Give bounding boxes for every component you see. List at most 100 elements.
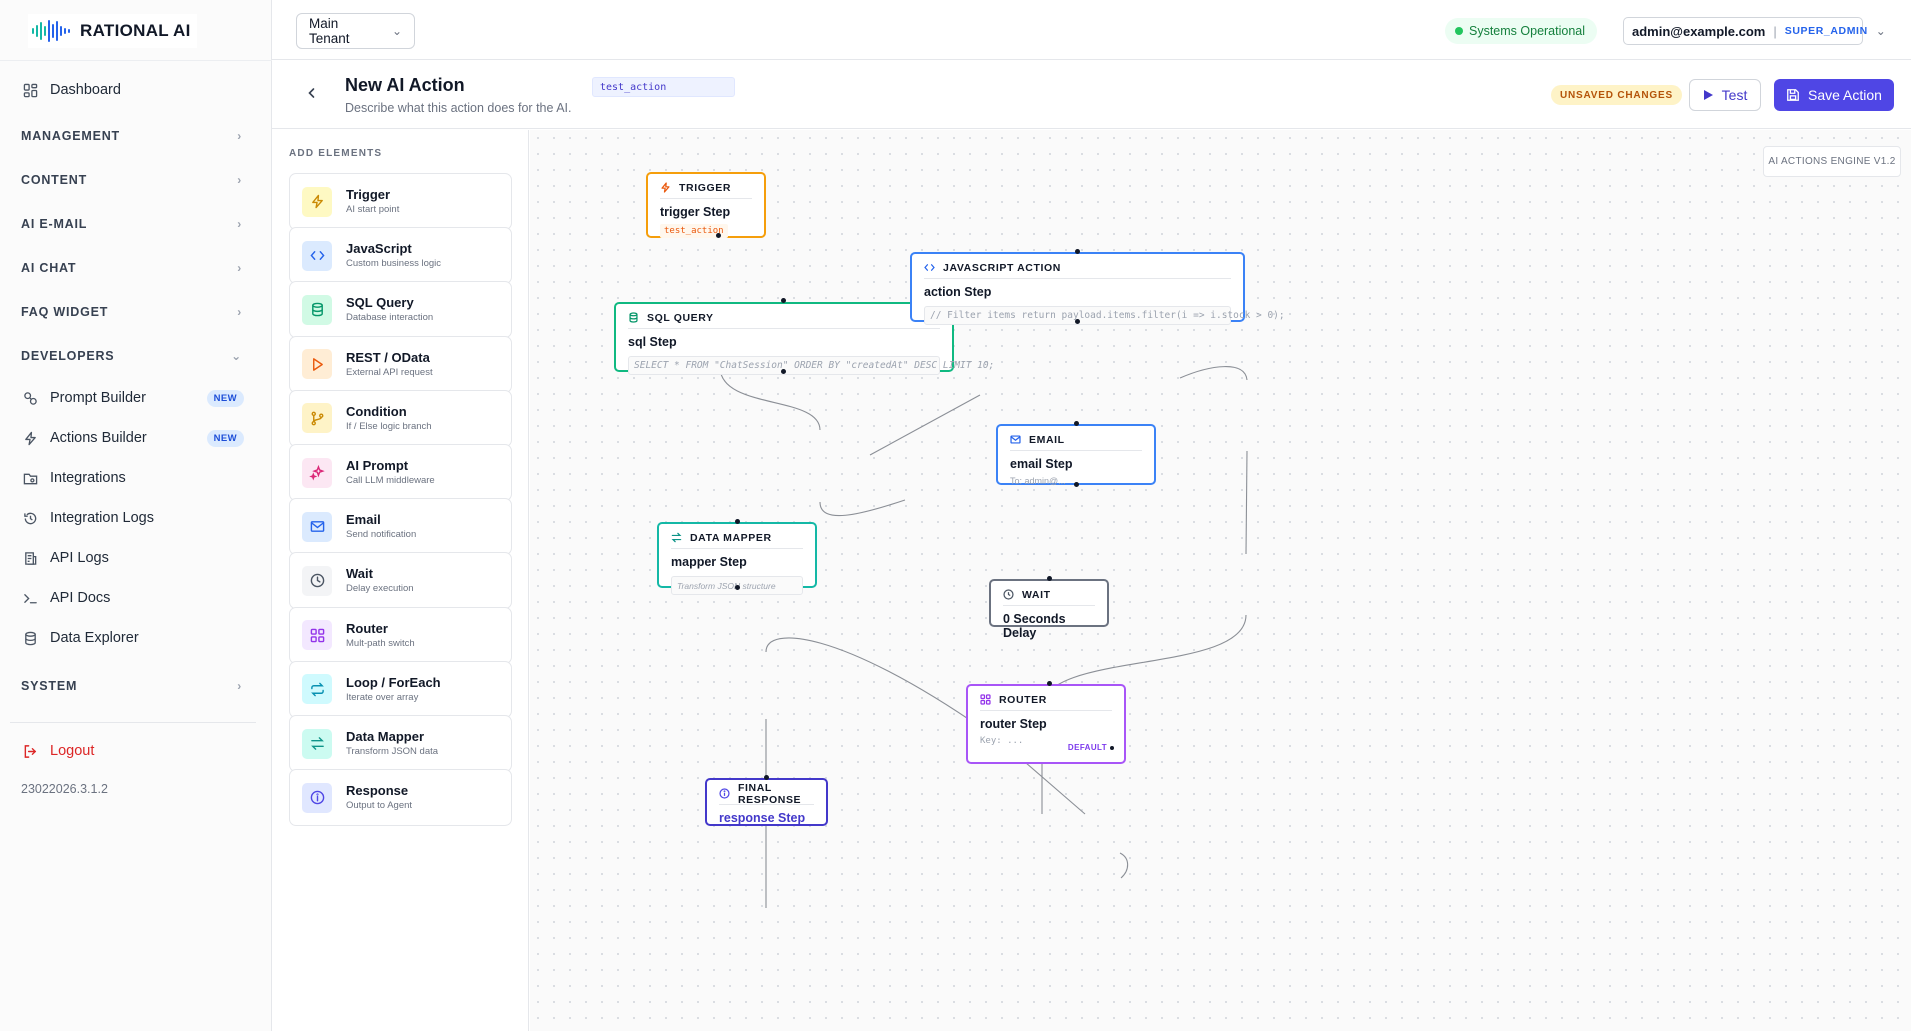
divider: [0, 60, 272, 61]
node-javascript-action[interactable]: JAVASCRIPT ACTION action Step // Filter …: [910, 252, 1285, 325]
page-description[interactable]: Describe what this action does for the A…: [345, 101, 572, 115]
sidebar-item-api-docs[interactable]: API Docs: [0, 578, 272, 618]
node-wait[interactable]: WAIT 0 Seconds Delay: [989, 579, 1109, 640]
sidebar-item-label: Integration Logs: [50, 510, 154, 526]
chevron-down-icon: ⌄: [391, 24, 402, 38]
logo[interactable]: RATIONAL AI: [28, 14, 197, 48]
palette-item-description: Mult-path switch: [346, 637, 415, 649]
port[interactable]: [781, 298, 786, 303]
chevron-right-icon: ›: [237, 129, 242, 143]
save-action-button[interactable]: Save Action: [1774, 79, 1894, 111]
port[interactable]: [735, 519, 740, 524]
logo-text: RATIONAL AI: [80, 21, 191, 40]
bolt-icon: [661, 182, 670, 193]
palette-item-description: Custom business logic: [346, 258, 442, 270]
palette-item-name: SQL Query: [346, 295, 414, 311]
flow-canvas[interactable]: AI ACTIONS ENGINE V1.2 TRIGGER trigger S…: [530, 130, 1911, 1031]
node-title: response Step: [719, 811, 806, 825]
test-button[interactable]: Test: [1689, 79, 1761, 111]
edge-js-top-loop: [1179, 366, 1248, 381]
palette-item-name: Condition: [346, 403, 407, 419]
port[interactable]: [1110, 745, 1114, 750]
logo-wave-icon: [32, 20, 70, 42]
node-router[interactable]: ROUTER router Step Key: ... DEFAULT: [966, 684, 1126, 764]
sidebar-item-dashboard[interactable]: Dashboard: [0, 70, 272, 110]
sidebar-item-label: API Logs: [50, 550, 109, 566]
chevron-right-icon: ›: [237, 305, 242, 319]
swap-icon: [671, 532, 682, 543]
port[interactable]: [1074, 421, 1079, 426]
sidebar-item-integration-logs[interactable]: Integration Logs: [0, 498, 272, 538]
sidebar-item-actions-builder[interactable]: Actions Builder NEW: [0, 418, 272, 458]
logout-button[interactable]: Logout: [0, 731, 272, 771]
section-label: FAQ WIDGET: [21, 305, 109, 319]
node-meta: To: admin@...: [1010, 476, 1066, 486]
node-email[interactable]: EMAIL email Step To: admin@...: [996, 424, 1156, 486]
bolt-icon: [302, 186, 332, 217]
sidebar-section-faq-widget[interactable]: FAQ WIDGET ›: [0, 290, 272, 334]
user-menu[interactable]: admin@example.com | SUPER_ADMIN ⌄: [1623, 17, 1886, 45]
database-icon: [22, 630, 38, 646]
logout-icon: [22, 743, 38, 759]
user-email: admin@example.com: [1632, 23, 1766, 39]
tenant-select[interactable]: Main Tenant ⌄: [296, 13, 415, 49]
port[interactable]: [1075, 319, 1080, 324]
port[interactable]: [1047, 576, 1052, 581]
action-slug-input[interactable]: test_action: [592, 77, 735, 97]
palette-item-name: Loop / ForEach: [346, 674, 441, 690]
node-trigger[interactable]: TRIGGER trigger Step test_action: [646, 172, 766, 238]
edge-sql-loop: [819, 499, 906, 517]
node-type: WAIT: [1022, 588, 1051, 601]
port[interactable]: [764, 775, 769, 780]
sidebar-item-api-logs[interactable]: API Logs: [0, 538, 272, 578]
port[interactable]: [1047, 681, 1052, 686]
back-button[interactable]: [302, 83, 322, 103]
port[interactable]: [735, 585, 740, 590]
node-tag: test_action: [660, 224, 728, 238]
sidebar: RATIONAL AI Dashboard MANAGEMENT › CONTE…: [0, 0, 272, 1031]
router-default-output[interactable]: DEFAULT: [1068, 743, 1114, 752]
section-label: DEVELOPERS: [21, 349, 115, 363]
grid-icon: [302, 620, 332, 651]
node-final-response[interactable]: FINAL RESPONSE response Step: [705, 778, 828, 826]
sidebar-item-label: Prompt Builder: [50, 390, 146, 406]
sidebar-item-integrations[interactable]: Integrations: [0, 458, 272, 498]
node-data-mapper[interactable]: DATA MAPPER mapper Step Transform JSON s…: [657, 522, 817, 595]
sidebar-item-data-explorer[interactable]: Data Explorer: [0, 618, 272, 658]
node-type: EMAIL: [1029, 433, 1065, 446]
node-sql-query[interactable]: SQL QUERY sql Step SELECT * FROM "ChatSe…: [614, 302, 994, 375]
sidebar-section-management[interactable]: MANAGEMENT ›: [0, 114, 272, 158]
save-label: Save Action: [1808, 87, 1882, 103]
chevron-right-icon: ›: [237, 173, 242, 187]
grid-icon: [980, 694, 991, 705]
user-separator: |: [1773, 23, 1777, 39]
sidebar-section-ai-chat[interactable]: AI CHAT ›: [0, 246, 272, 290]
page-title[interactable]: New AI Action: [345, 75, 465, 95]
sidebar-section-ai-email[interactable]: AI E-MAIL ›: [0, 202, 272, 246]
node-header: JAVASCRIPT ACTION: [924, 261, 1231, 279]
sidebar-section-system[interactable]: SYSTEM ›: [0, 664, 272, 708]
port[interactable]: [1074, 482, 1079, 487]
port[interactable]: [716, 233, 721, 238]
port[interactable]: [1075, 249, 1080, 254]
sidebar-item-prompt-builder[interactable]: Prompt Builder NEW: [0, 378, 272, 418]
sidebar-section-content[interactable]: CONTENT ›: [0, 158, 272, 202]
port[interactable]: [781, 369, 786, 374]
sidebar-section-developers[interactable]: DEVELOPERS ⌄: [0, 334, 272, 378]
new-badge: NEW: [206, 389, 244, 407]
node-title: action Step: [924, 285, 992, 299]
edge-mapper-wait: [765, 637, 984, 730]
palette-item-description: Call LLM middleware: [346, 475, 435, 486]
